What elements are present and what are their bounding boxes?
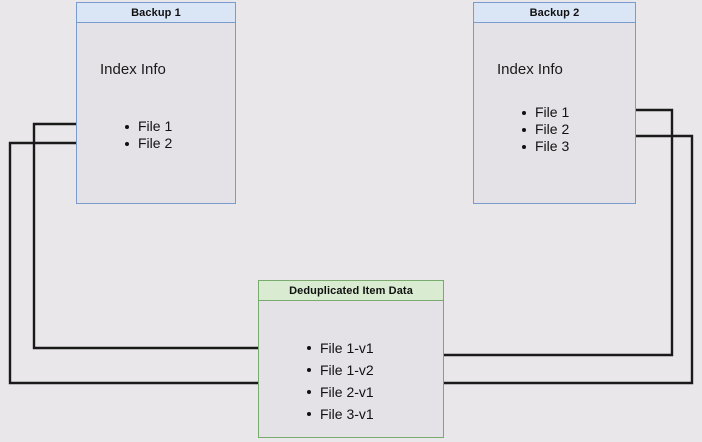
list-item[interactable]: File 3-v1 <box>304 403 374 425</box>
list-item[interactable]: File 2 <box>519 121 569 138</box>
backup-1-title: Backup 1 <box>77 3 235 23</box>
backup-1-box[interactable]: Backup 1 Index Info File 1 File 2 <box>76 2 236 204</box>
backup-2-box[interactable]: Backup 2 Index Info File 1 File 2 File 3 <box>473 2 636 204</box>
backup-1-index-info-label: Index Info <box>100 61 166 78</box>
backup-2-index-info-label: Index Info <box>497 61 563 78</box>
backup-2-body: Index Info File 1 File 2 File 3 <box>474 24 635 203</box>
backup-2-title: Backup 2 <box>474 3 635 23</box>
list-item[interactable]: File 1 <box>122 118 172 135</box>
backup-1-body: Index Info File 1 File 2 <box>77 24 235 203</box>
backup-1-file-list: File 1 File 2 <box>122 118 172 152</box>
deduplicated-item-data-box[interactable]: Deduplicated Item Data File 1-v1 File 1-… <box>258 280 444 438</box>
list-item[interactable]: File 2 <box>122 135 172 152</box>
dedup-item-list: File 1-v1 File 1-v2 File 2-v1 File 3-v1 <box>304 337 374 425</box>
backup-2-file-list: File 1 File 2 File 3 <box>519 104 569 155</box>
list-item[interactable]: File 3 <box>519 138 569 155</box>
deduplicated-item-data-title: Deduplicated Item Data <box>259 281 443 301</box>
list-item[interactable]: File 1-v2 <box>304 359 374 381</box>
list-item[interactable]: File 1-v1 <box>304 337 374 359</box>
deduplicated-item-data-body: File 1-v1 File 1-v2 File 2-v1 File 3-v1 <box>259 302 443 437</box>
list-item[interactable]: File 1 <box>519 104 569 121</box>
list-item[interactable]: File 2-v1 <box>304 381 374 403</box>
